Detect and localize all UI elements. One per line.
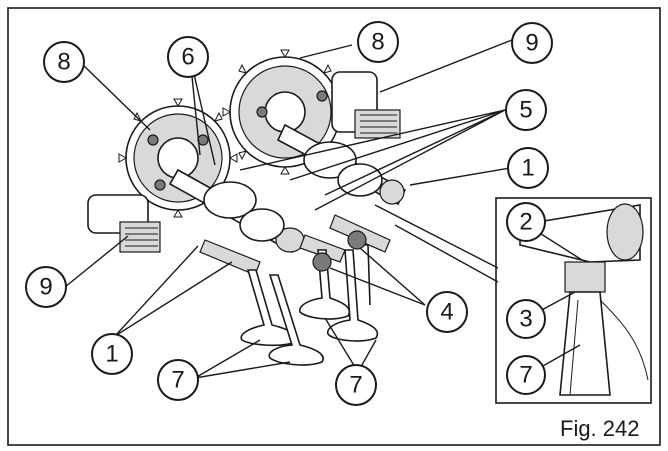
callout-4: 4 xyxy=(426,291,468,333)
left-camshaft-gear xyxy=(118,98,238,218)
callout-7-center: 7 xyxy=(335,364,377,406)
svg-text:8: 8 xyxy=(371,29,384,56)
svg-text:2: 2 xyxy=(519,209,532,236)
figure-border xyxy=(7,7,661,446)
inset-pointer-bottom xyxy=(394,224,499,283)
svg-text:7: 7 xyxy=(349,372,362,399)
callout-7-inset: 7 xyxy=(506,355,546,395)
right-chain-tensioner xyxy=(331,71,401,139)
svg-text:8: 8 xyxy=(57,49,70,76)
callout-1-left: 1 xyxy=(91,333,133,375)
svg-text:5: 5 xyxy=(519,97,532,124)
svg-text:1: 1 xyxy=(521,155,534,182)
left-chain-tensioner xyxy=(87,194,161,253)
callout-7-left: 7 xyxy=(157,359,199,401)
svg-text:9: 9 xyxy=(525,30,538,57)
callout-6: 6 xyxy=(167,36,209,78)
leader-lines xyxy=(64,39,583,379)
valves xyxy=(240,244,379,366)
callout-8-left: 8 xyxy=(43,41,85,83)
svg-text:7: 7 xyxy=(519,362,532,389)
svg-text:6: 6 xyxy=(181,44,194,71)
callout-3: 3 xyxy=(506,299,546,339)
callout-9-left: 9 xyxy=(25,266,67,308)
inset-pointer-top xyxy=(374,204,499,269)
figure-label: Fig. 242 xyxy=(560,416,640,441)
callout-9-top: 9 xyxy=(511,22,553,64)
callout-2: 2 xyxy=(506,202,546,242)
svg-text:1: 1 xyxy=(105,341,118,368)
svg-text:4: 4 xyxy=(440,299,453,326)
callout-1-right: 1 xyxy=(507,147,549,189)
svg-text:3: 3 xyxy=(519,306,532,333)
svg-text:9: 9 xyxy=(39,274,52,301)
callout-8-right: 8 xyxy=(357,21,399,63)
valve-train-illustration xyxy=(87,49,407,366)
callout-5: 5 xyxy=(505,89,547,131)
svg-text:7: 7 xyxy=(171,367,184,394)
